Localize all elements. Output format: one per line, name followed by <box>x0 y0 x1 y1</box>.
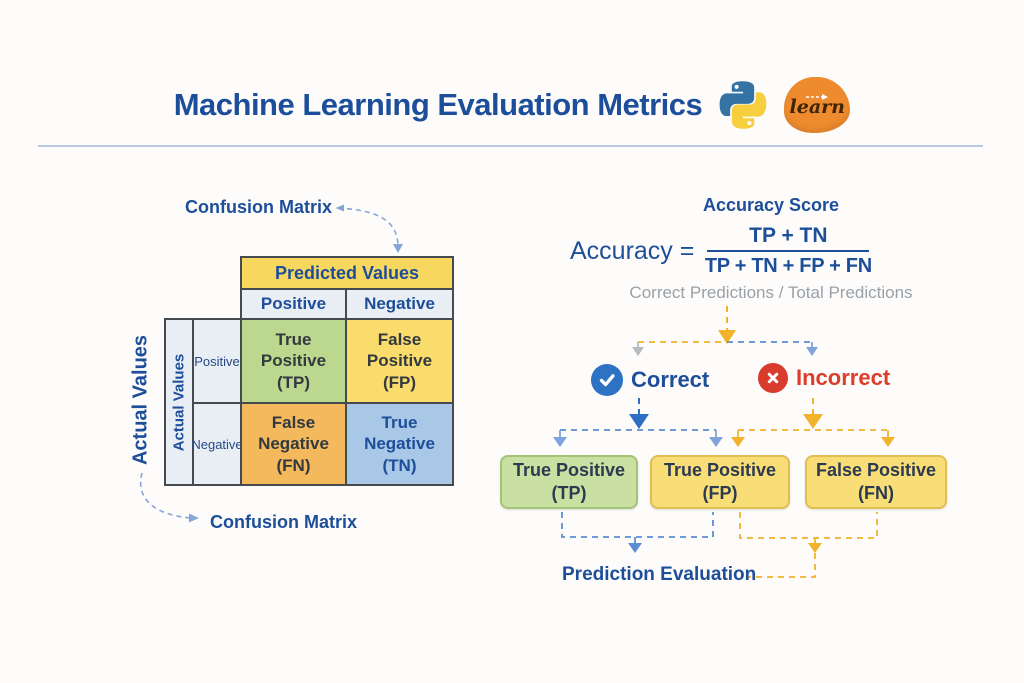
cross-icon <box>758 363 788 393</box>
confusion-matrix-label-bottom: Confusion Matrix <box>210 512 357 532</box>
page-title: Machine Learning Evaluation Metrics <box>173 87 703 122</box>
header: Machine Learning Evaluation Metrics lear… <box>0 72 1024 138</box>
python-icon <box>716 78 770 132</box>
outcome-box-fn: False Positive (FN) <box>805 455 947 509</box>
outcome-box-fp: True Positive (FP) <box>650 455 790 509</box>
scikit-learn-label: learn <box>789 96 845 118</box>
formula-numerator: TP + TN <box>749 224 828 247</box>
header-divider <box>38 145 983 147</box>
actual-values-axis-label: Actual Values <box>129 334 152 466</box>
correct-verdict: Correct <box>591 364 709 396</box>
flow-arrows <box>553 306 895 578</box>
prediction-evaluation-label: Prediction Evaluation <box>562 564 757 585</box>
fraction-bar <box>707 250 870 252</box>
cell-true-positive: True Positive (TP) <box>240 318 347 404</box>
predicted-positive-header: Positive <box>240 288 347 320</box>
scikit-learn-squiggle-icon <box>806 94 829 100</box>
accuracy-score-title: Accuracy Score <box>702 195 840 215</box>
cell-false-negative: False Negative (FN) <box>240 402 347 486</box>
scikit-learn-icon: learn <box>784 77 851 133</box>
formula-denominator: TP + TN + FP + FN <box>704 255 872 277</box>
accuracy-formula: Accuracy = TP + TN TP + TN + FP + FN <box>570 224 872 278</box>
arrow-label-to-table <box>335 204 403 253</box>
check-icon <box>591 364 623 396</box>
incorrect-label: Incorrect <box>796 365 891 390</box>
cell-false-positive: False Positive (FP) <box>345 318 454 404</box>
formula-lhs: Accuracy = <box>570 236 695 265</box>
accuracy-caption: Correct Predictions / Total Predictions <box>629 283 913 302</box>
outcome-box-tp: True Positive (TP) <box>500 455 638 509</box>
correct-label: Correct <box>631 367 710 392</box>
predicted-negative-header: Negative <box>345 288 454 320</box>
predicted-values-header: Predicted Values <box>240 256 454 290</box>
actual-values-header: Actual Values <box>164 318 194 486</box>
incorrect-verdict: Incorrect <box>758 363 890 393</box>
formula-fraction: TP + TN TP + TN + FP + FN <box>704 224 872 278</box>
cell-true-negative: True Negative (TN) <box>345 402 454 486</box>
actual-negative-header: Negative <box>191 402 243 486</box>
actual-positive-header: Positive <box>192 318 242 404</box>
confusion-matrix-label-top: Confusion Matrix <box>185 197 332 217</box>
